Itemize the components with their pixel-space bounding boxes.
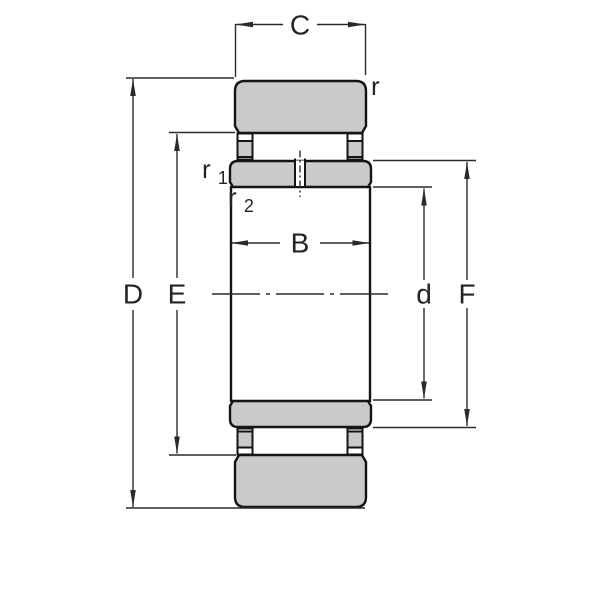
arrow-B-left — [231, 240, 248, 246]
arrow-d-down — [421, 381, 427, 399]
dim-label-E: E — [168, 279, 187, 310]
lubrication-hole — [294, 150, 306, 197]
roller-row-bottom — [236, 427, 364, 456]
arrow-E-down — [174, 436, 180, 454]
roller-top-right — [346, 140, 364, 158]
radius-label-r1-base: r — [202, 154, 211, 184]
arrow-F-up — [464, 162, 470, 179]
roller-top-left — [236, 140, 254, 158]
outer-ring-top-section — [233, 79, 368, 135]
arrow-B-right — [352, 240, 370, 246]
dim-label-C: C — [290, 10, 310, 41]
dim-label-d: d — [416, 279, 432, 310]
radius-label-r: r — [371, 71, 380, 101]
radius-label-r2: r 2 — [228, 182, 254, 216]
dimension-d: d — [373, 186, 432, 401]
dimension-E: E — [168, 131, 236, 456]
dimension-B: B — [231, 228, 370, 259]
dim-label-B: B — [291, 228, 310, 259]
inner-ring-bottom-section — [228, 399, 373, 429]
radius-label-r1-subscript: 1 — [218, 168, 228, 188]
radius-label-r2-subscript: 2 — [244, 196, 254, 216]
dimension-C: C — [234, 10, 367, 77]
arrow-D-up — [130, 79, 136, 96]
radius-label-r1: r 1 — [202, 154, 228, 188]
arrow-D-down — [130, 490, 136, 507]
radius-label-r2-base: r — [228, 182, 237, 212]
outer-ring-bottom-section — [233, 453, 368, 509]
roller-bottom-left — [236, 430, 254, 449]
dimension-F: F — [373, 159, 476, 429]
dim-label-F: F — [458, 279, 475, 310]
arrow-E-up — [174, 134, 180, 151]
lubrication-hole-bore — [296, 160, 304, 186]
arrow-C-right — [348, 21, 366, 28]
roller-row-top — [236, 132, 364, 161]
dimension-D: D — [123, 77, 365, 509]
dim-label-D: D — [123, 279, 143, 310]
arrow-F-down — [464, 409, 470, 426]
arrow-C-left — [235, 21, 253, 28]
bearing-cross-section — [212, 79, 388, 509]
arrow-d-up — [421, 188, 427, 206]
roller-bottom-right — [346, 430, 364, 449]
